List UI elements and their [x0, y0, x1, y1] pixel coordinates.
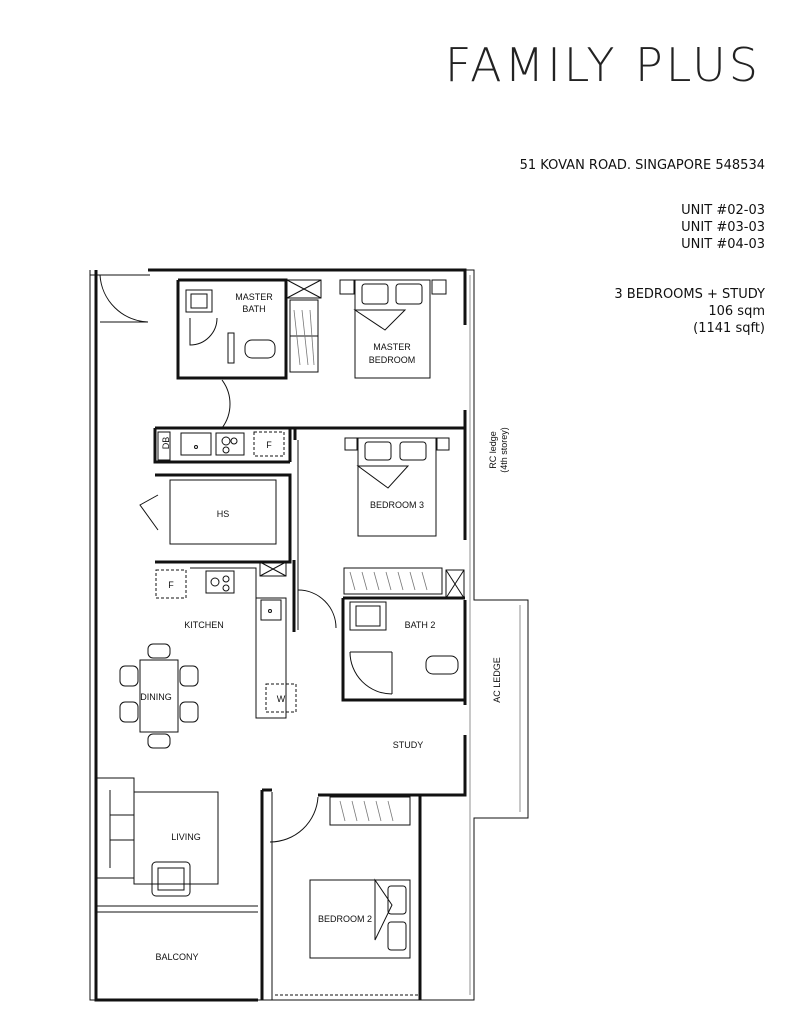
fridge-icon	[253, 431, 285, 457]
dining-set: DINING	[119, 643, 199, 749]
dining-table-icon	[139, 659, 179, 733]
bath-door	[189, 317, 218, 346]
bath-2: BATH 2	[341, 596, 465, 702]
bedroom-3: BEDROOM 3	[293, 428, 465, 630]
study-door	[297, 589, 337, 629]
household-shelter: HS	[139, 473, 292, 564]
living: LIVING	[95, 777, 219, 897]
master-bedroom: MASTER BEDROOM	[221, 279, 447, 429]
washer-icon	[265, 683, 297, 713]
armchair-icon	[151, 861, 191, 897]
sofa-icon	[95, 777, 135, 879]
room-label-master-bath: BATH	[242, 304, 265, 314]
hob-icon	[215, 432, 245, 456]
bed-icon	[309, 879, 411, 959]
project-address: 51 KOVAN ROAD. SINGAPORE 548534	[520, 157, 765, 174]
bath-door	[349, 651, 393, 695]
room-label-balcony: BALCONY	[155, 952, 198, 962]
unit-number: UNIT #02-03	[681, 203, 765, 218]
rug-icon	[133, 791, 219, 885]
room-label-master-bedroom: BEDROOM	[369, 355, 416, 365]
room-label-bedroom-2: BEDROOM 2	[318, 914, 372, 924]
hob-icon	[205, 570, 235, 594]
unit-list: UNIT #02-03 UNIT #03-03 UNIT #04-03	[681, 202, 765, 253]
bedroom-door	[221, 379, 231, 429]
unit-spec: 3 BEDROOMS + STUDY 106 sqm (1141 sqft)	[614, 286, 765, 337]
db-label: DB	[161, 437, 171, 450]
rc-ledge-label: (4th storey)	[499, 427, 509, 473]
fridge-icon	[155, 569, 187, 599]
ledge-outline	[89, 269, 529, 1001]
rc-ledge-label: RC ledge	[488, 431, 498, 469]
room-label-master-bedroom: MASTER	[373, 342, 411, 352]
room-label-bedroom-3: BEDROOM 3	[370, 500, 424, 510]
master-bath: MASTER BATH	[176, 278, 288, 380]
bed-icon	[354, 279, 431, 379]
room-label-living: LIVING	[171, 832, 201, 842]
bedroom-2: BEDROOM 2	[260, 788, 420, 1000]
sink-icon	[260, 599, 282, 621]
cabinet-icon	[286, 279, 322, 299]
unit-number: UNIT #03-03	[681, 220, 765, 235]
room-label-master-bath: MASTER	[235, 292, 273, 302]
unit-number: UNIT #04-03	[681, 237, 765, 252]
entrance-door	[99, 274, 150, 323]
toilet-icon	[425, 655, 459, 675]
kitchenette: DB F	[153, 426, 465, 464]
basin-icon	[349, 601, 387, 631]
kitchen: F W KITCHEN	[155, 560, 337, 719]
ac-ledge-label: AC LEDGE	[492, 657, 502, 703]
unit-type: 3 BEDROOMS + STUDY	[614, 287, 765, 302]
bed-icon	[357, 437, 437, 537]
room-label-dining: DINING	[140, 692, 172, 702]
wardrobe-icon	[343, 567, 443, 595]
washer-label: W	[277, 694, 286, 704]
address-text: 51 KOVAN ROAD. SINGAPORE 548534	[519, 158, 765, 173]
area-sqm: 106 sqm	[708, 304, 765, 319]
project-title: FAMILY PLUS	[444, 38, 761, 92]
fridge-label: F	[266, 440, 272, 450]
wardrobe-icon	[329, 796, 411, 826]
room-label-hs: HS	[217, 509, 230, 519]
bedroom-door	[269, 796, 319, 843]
db-box	[157, 431, 171, 461]
room-label-bath-2: BATH 2	[405, 620, 436, 630]
room-label-study: STUDY	[393, 740, 424, 750]
area-sqft: (1141 sqft)	[693, 321, 765, 336]
fridge-label: F	[168, 580, 174, 590]
balcony: BALCONY	[96, 905, 258, 962]
sink-icon	[180, 432, 212, 456]
room-label-kitchen: KITCHEN	[184, 620, 224, 630]
